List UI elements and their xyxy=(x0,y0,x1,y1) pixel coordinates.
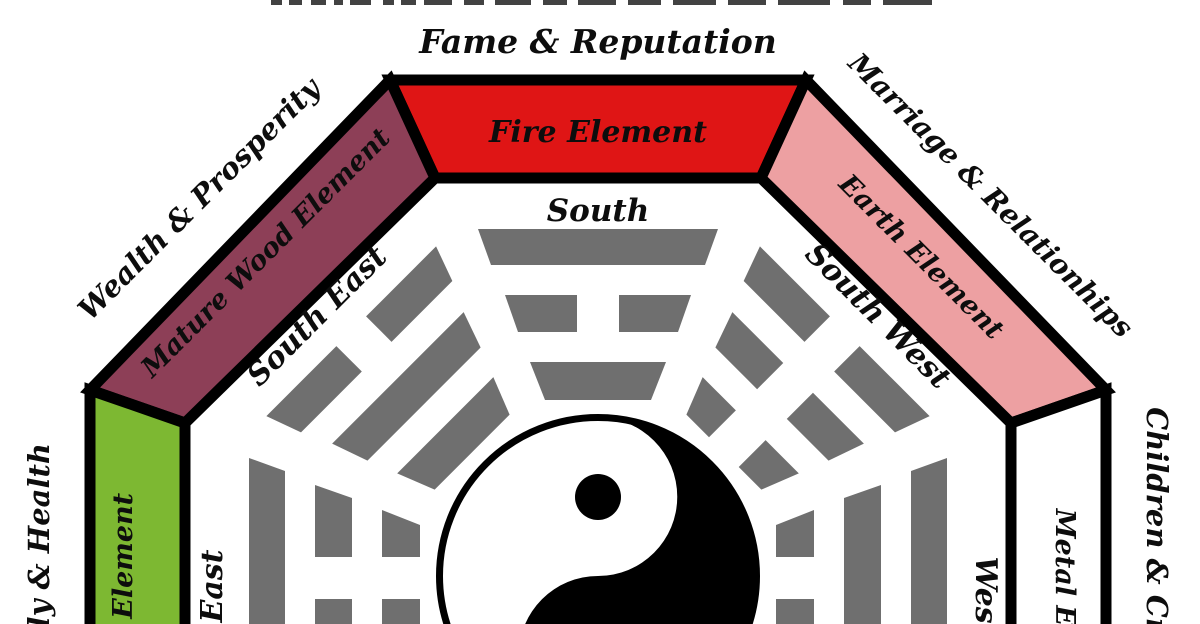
trigram-east xyxy=(249,458,420,624)
label-fame-reputation: Fame & Reputation xyxy=(418,22,777,61)
label-wood-element: Wood Element xyxy=(108,492,139,624)
label-fire-element: Fire Element xyxy=(488,115,707,150)
segment-wood xyxy=(84,382,191,624)
label-direction-east: East xyxy=(195,549,230,623)
segment-metal xyxy=(1005,382,1112,624)
trigram-south xyxy=(478,229,718,400)
trigram-south-west xyxy=(686,246,930,490)
label-family-health: Family & Health xyxy=(22,443,56,624)
trigram-south-east xyxy=(266,246,510,490)
cropped-text-fragments xyxy=(271,0,932,5)
octagon-bands xyxy=(80,70,1116,624)
yin-dot xyxy=(575,474,621,520)
trigram-west xyxy=(776,458,947,624)
yin-yang-icon xyxy=(436,414,760,624)
label-children-creativity: Children & Creativity xyxy=(1140,407,1174,624)
label-metal-element: Metal Element xyxy=(1049,508,1080,624)
label-direction-south: South xyxy=(547,193,649,229)
label-direction-west: West xyxy=(968,556,1003,624)
